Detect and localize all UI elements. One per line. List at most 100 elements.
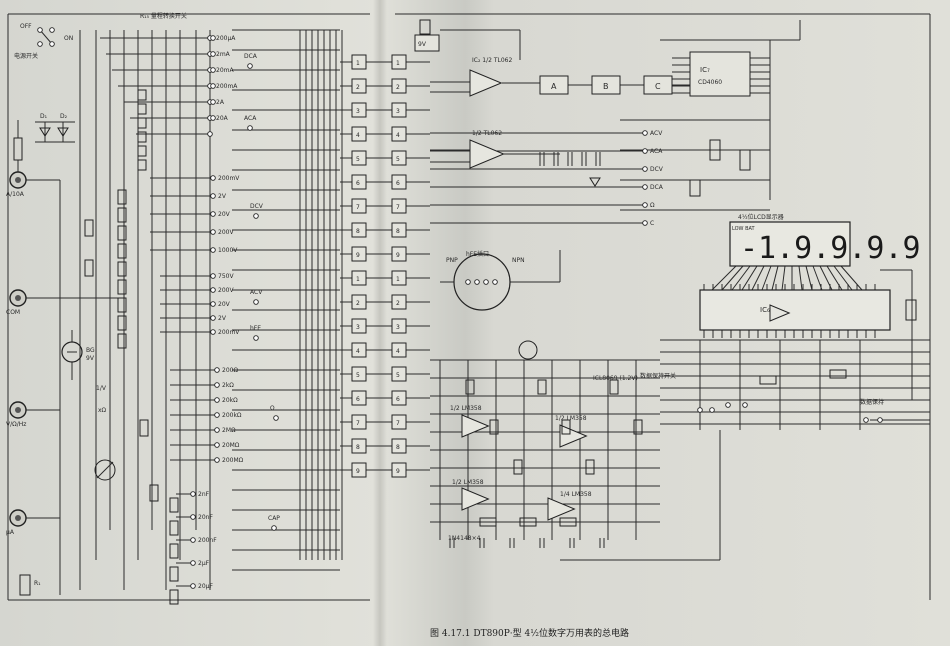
wire xyxy=(721,265,744,291)
range-current-label: 20mA xyxy=(216,67,234,74)
switch-contact xyxy=(37,27,43,33)
range-current-label: 20A xyxy=(216,115,229,122)
switch-pole-box xyxy=(391,294,407,310)
range-cap-label: 200nF xyxy=(198,537,217,544)
ic-label: IC₂ 1/2 TL062 xyxy=(472,57,512,64)
switch-contact xyxy=(642,184,648,190)
switch-pole-number: 7 xyxy=(396,204,400,211)
switch-pole-box xyxy=(391,462,407,478)
range-ohm-label: 200Ω xyxy=(222,367,238,374)
switch-pole-number: 9 xyxy=(396,252,400,259)
switch-contact xyxy=(214,367,220,373)
range-current-label: 2mA xyxy=(216,51,231,58)
hold-switch-label: 数据保持开关 xyxy=(640,372,676,380)
resistor xyxy=(169,566,179,582)
jack-vohm-label: V/Ω/Hz xyxy=(6,421,26,428)
jack-ua-core xyxy=(15,515,21,521)
switch-pole-number: 1 xyxy=(396,276,400,283)
opamp-ic4-icon xyxy=(461,414,490,438)
switch-pole-number: 1 xyxy=(396,60,400,67)
range-ohm-label: 200MΩ xyxy=(222,457,244,464)
switch-pole-box xyxy=(391,414,407,430)
switch-contact xyxy=(210,99,216,105)
resistor xyxy=(169,497,179,513)
resistor xyxy=(609,379,619,395)
right-function-label: Ω xyxy=(650,202,655,209)
switch-contact xyxy=(210,247,216,253)
range-dcv-label: 2V xyxy=(218,193,227,200)
resistor xyxy=(465,379,475,395)
switch-contact xyxy=(210,301,216,307)
switch-contact xyxy=(725,402,731,408)
resistor xyxy=(739,149,751,171)
switch-contact xyxy=(709,407,715,413)
npn-label: NPN xyxy=(512,257,525,264)
range-dcv-label: 200mV xyxy=(218,175,240,182)
switch-pole-number: 7 xyxy=(356,420,360,427)
range-dcv-label: 200V xyxy=(218,229,234,236)
switch-pole-number: 3 xyxy=(356,108,360,115)
switch-pole-box xyxy=(391,390,407,406)
switch-on-label: ON xyxy=(64,35,73,42)
resistor xyxy=(149,484,159,502)
label: xΩ xyxy=(98,407,107,414)
diode-label: 1N4148×4 xyxy=(448,535,481,542)
switch-pole-number: 8 xyxy=(356,228,360,235)
switch-pole-number: 9 xyxy=(356,468,360,475)
switch-contact xyxy=(273,415,279,421)
switch-pole-number: 4 xyxy=(356,348,360,355)
switch-pole-box xyxy=(391,198,407,214)
switch-pole-box xyxy=(351,414,367,430)
right-function-label: DCA xyxy=(650,184,664,191)
ic-label: 1/2 LM358 xyxy=(450,405,482,412)
switch-pole-number: 1 xyxy=(356,276,360,283)
ptc-icon xyxy=(94,459,116,481)
diode-d1-icon xyxy=(39,127,51,137)
switch-pole-box xyxy=(351,174,367,190)
switch-contact xyxy=(642,202,648,208)
wire xyxy=(761,265,772,291)
resistor xyxy=(689,179,701,197)
wire xyxy=(826,265,843,291)
switch-pole-box xyxy=(351,462,367,478)
switch-contact xyxy=(210,83,216,89)
switch-contact xyxy=(190,583,196,589)
ic-label: 1/2 LM358 xyxy=(555,415,587,422)
resistor xyxy=(489,419,499,435)
resistor xyxy=(585,459,595,475)
divider-resistor xyxy=(117,297,127,313)
switch-contact xyxy=(210,315,216,321)
range-current-label: 2A xyxy=(216,99,225,106)
opamp-ic5b-icon xyxy=(547,497,576,521)
switch-contact xyxy=(214,412,220,418)
divider-resistor xyxy=(117,225,127,241)
range-ohm-label: 20kΩ xyxy=(222,397,238,404)
resistor xyxy=(84,219,94,237)
switch-contact xyxy=(190,491,196,497)
switch-pole-box xyxy=(351,318,367,334)
ref-label: ICL8069 (1.2V) xyxy=(593,375,638,382)
ic-label: IC₇ xyxy=(700,66,710,74)
switch-pole-number: 3 xyxy=(396,108,400,115)
switch-pole-number: 2 xyxy=(396,84,400,91)
right-function-label: C xyxy=(650,220,654,227)
switch-contact xyxy=(210,115,216,121)
range-acv-label: 750V xyxy=(218,273,234,280)
switch-contact xyxy=(492,279,498,285)
wire xyxy=(731,265,751,291)
switch-contact xyxy=(210,51,216,57)
function-label: Ω xyxy=(270,405,275,412)
switch-contact xyxy=(210,193,216,199)
switch-pole-box xyxy=(391,366,407,382)
shunt-resistor xyxy=(137,159,147,171)
resistor xyxy=(537,379,547,395)
range-ohm-label: 2kΩ xyxy=(222,382,234,389)
switch-contact xyxy=(210,287,216,293)
resistor xyxy=(905,299,917,321)
resistor xyxy=(633,419,643,435)
wire xyxy=(840,265,863,291)
resistor xyxy=(519,517,537,527)
switch-contact xyxy=(190,514,196,520)
range-current-label: 200mA xyxy=(216,83,238,90)
